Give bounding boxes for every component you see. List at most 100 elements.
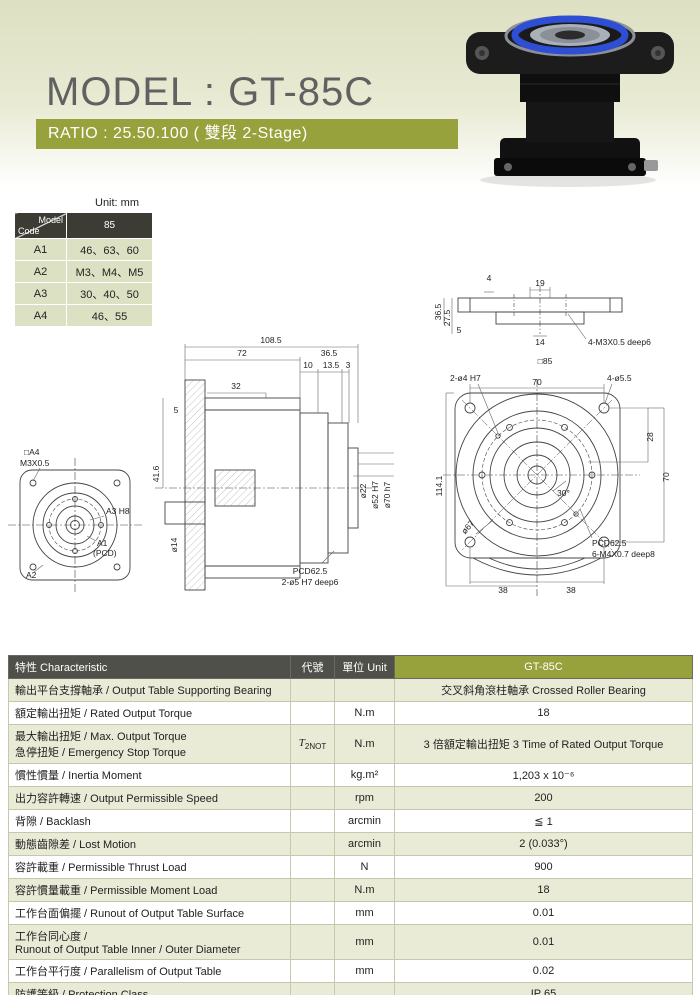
spec-characteristic: 工作台平行度 / Parallelism of Output Table	[8, 959, 291, 983]
spec-code	[290, 855, 335, 879]
ratio-banner: RATIO : 25.50.100 ( 雙段 2-Stage)	[36, 119, 458, 149]
spec-unit: kg.m²	[334, 763, 395, 787]
spec-unit	[334, 982, 395, 995]
unit-note: Unit: mm	[95, 197, 139, 209]
dim-label: 28	[645, 432, 655, 442]
model-code-table: Model Code 85 A1 46、63、60 A2 M3、M4、M5 A3…	[14, 212, 153, 327]
spec-value: 2 (0.033°)	[394, 832, 693, 856]
dim-label: □85	[538, 356, 553, 366]
unit-header: 單位 Unit	[334, 655, 395, 679]
dim-label: 30°	[557, 488, 570, 498]
spec-characteristic: 動態齒隙差 / Lost Motion	[8, 832, 291, 856]
spec-unit: arcmin	[334, 832, 395, 856]
spec-value: 18	[394, 878, 693, 902]
dim-label: ø52 H7	[370, 481, 380, 509]
model-value-cell: 46、55	[66, 304, 153, 327]
spec-value: 1,203 x 10⁻⁶	[394, 763, 693, 787]
dim-label: 6-M4X0.7 deep8	[592, 549, 655, 559]
dim-label: 27.5	[442, 309, 452, 326]
spec-value: 900	[394, 855, 693, 879]
spec-value: 3 倍額定輸出扭矩 3 Time of Rated Output Torque	[394, 724, 693, 764]
spec-code	[290, 701, 335, 725]
dim-label: ø70 h7	[382, 481, 392, 508]
spec-characteristic: 防護等級 / Protection Class	[8, 982, 291, 995]
table-row: 工作台平行度 / Parallelism of Output Table mm …	[8, 959, 693, 983]
dim-label: 4-ø5.5	[607, 373, 632, 383]
torque-symbol: T	[298, 736, 305, 749]
model-code-cell: A3	[14, 282, 67, 305]
model-table-header: Model Code 85	[14, 212, 153, 239]
spec-characteristic: 容許慣量載重 / Permissible Moment Load	[8, 878, 291, 902]
characteristic-header: 特性 Characteristic	[8, 655, 291, 679]
model-header-label: Model	[38, 215, 63, 225]
dim-label: 2-ø4 H7	[450, 373, 481, 383]
spec-code	[290, 809, 335, 833]
table-row: 額定輸出扭矩 / Rated Output Torque N.m 18	[8, 701, 693, 725]
spec-code	[290, 924, 335, 960]
table-row: 容許載重 / Permissible Thrust Load N 900	[8, 855, 693, 879]
spec-unit: mm	[334, 959, 395, 983]
dim-label: 19	[535, 278, 545, 288]
spec-characteristic: 輸出平台支撐軸承 / Output Table Supporting Beari…	[8, 678, 291, 702]
drawing-section-view	[155, 344, 394, 591]
spec-code	[290, 786, 335, 810]
table-row: 動態齒隙差 / Lost Motion arcmin 2 (0.033°)	[8, 832, 693, 856]
drawing-left-view	[8, 458, 142, 592]
table-row: 背隙 / Backlash arcmin ≦ 1	[8, 809, 693, 833]
code-header-label: Code	[18, 226, 40, 236]
dim-label: 32	[231, 381, 241, 391]
spec-unit: mm	[334, 924, 395, 960]
table-row: 出力容許轉速 / Output Permissible Speed rpm 20…	[8, 786, 693, 810]
table-row: 最大輸出扭矩 / Max. Output Torque 急停扭矩 / Emerg…	[8, 724, 693, 764]
table-row: A4 46、55	[14, 304, 153, 327]
technical-drawings: 4 19 36.5 27.5 5 14 4-M3X0.5 deep6	[8, 273, 671, 596]
spec-value: 0.02	[394, 959, 693, 983]
product-photo	[466, 15, 674, 187]
spec-unit: mm	[334, 901, 395, 925]
dim-label: □A4	[24, 447, 40, 457]
table-row: 工作台同心度 / Runout of Output Table Inner / …	[8, 924, 693, 960]
model-column-header: GT-85C	[394, 655, 693, 679]
dim-label: 36.5	[321, 348, 338, 358]
spec-characteristic: 容許載重 / Permissible Thrust Load	[8, 855, 291, 879]
table-row: A3 30、40、50	[14, 282, 153, 305]
spec-characteristic: 工作台同心度 / Runout of Output Table Inner / …	[8, 924, 291, 960]
dim-label: 108.5	[260, 335, 282, 345]
spec-value: IP 65	[394, 982, 693, 995]
dim-label: 41.6	[151, 465, 161, 482]
model-value-cell: 30、40、50	[66, 282, 153, 305]
dim-label: 72	[237, 348, 247, 358]
dim-label: 70	[661, 472, 671, 482]
table-row: A2 M3、M4、M5	[14, 260, 153, 283]
spec-value: 0.01	[394, 901, 693, 925]
spec-characteristic: 額定輸出扭矩 / Rated Output Torque	[8, 701, 291, 725]
table-row: 容許慣量載重 / Permissible Moment Load N.m 18	[8, 878, 693, 902]
dim-label: A1	[97, 538, 108, 548]
spec-value: 0.01	[394, 924, 693, 960]
dim-label: M3X0.5	[20, 458, 50, 468]
spec-value: 18	[394, 701, 693, 725]
spec-code: T2NOT	[290, 724, 335, 764]
dim-label: ø14	[169, 537, 179, 552]
spec-characteristic: 工作台面偏擺 / Runout of Output Table Surface	[8, 901, 291, 925]
spec-code	[290, 763, 335, 787]
dim-label: 5	[457, 325, 462, 335]
table-row: 工作台面偏擺 / Runout of Output Table Surface …	[8, 901, 693, 925]
page-title: MODEL : GT-85C	[46, 70, 375, 114]
spec-unit: N	[334, 855, 395, 879]
size-header: 85	[66, 212, 153, 239]
dim-label: 38	[566, 585, 576, 595]
dim-label: 4-M3X0.5 deep6	[588, 337, 651, 347]
dim-label: A2	[26, 570, 37, 580]
spec-characteristic: 背隙 / Backlash	[8, 809, 291, 833]
spec-code	[290, 901, 335, 925]
model-code-cell: A1	[14, 238, 67, 261]
dim-label: 2-ø5 H7 deep6	[282, 577, 339, 587]
dim-label: PCD62.5	[592, 538, 627, 548]
table-row: A1 46、63、60	[14, 238, 153, 261]
spec-unit: rpm	[334, 786, 395, 810]
spec-table-header: 特性 Characteristic 代號 單位 Unit GT-85C	[8, 655, 693, 679]
spec-table: 特性 Characteristic 代號 單位 Unit GT-85C 輸出平台…	[8, 655, 693, 995]
dim-label: 10	[303, 360, 313, 370]
